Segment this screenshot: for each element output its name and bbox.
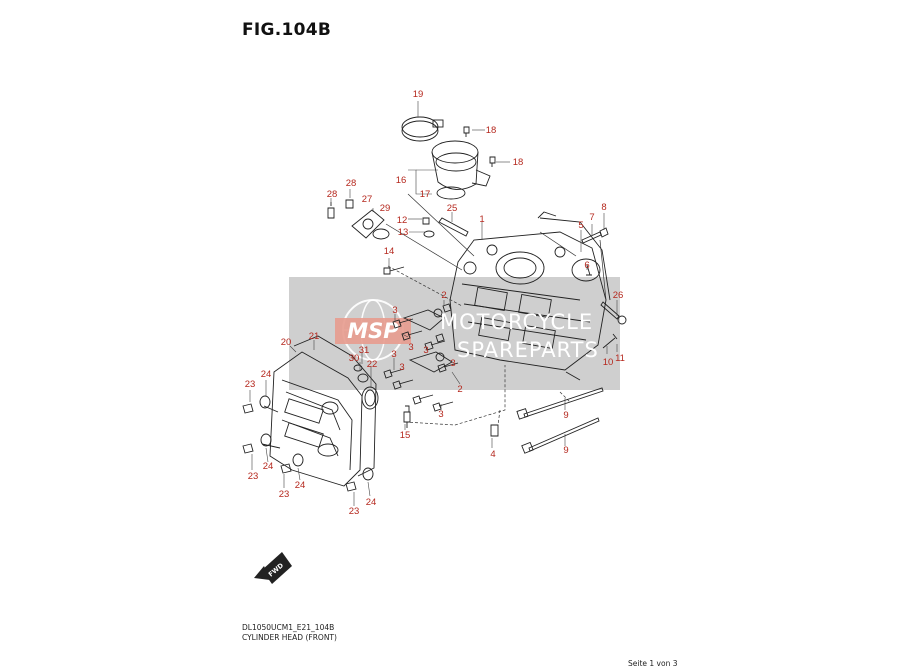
callout-20[interactable]: 20	[281, 337, 292, 348]
callout-28[interactable]: 28	[346, 178, 357, 189]
fwd-arrow: FWD	[254, 552, 292, 584]
callout-17[interactable]: 17	[420, 189, 431, 200]
plug-seals	[353, 364, 379, 410]
callout-9[interactable]: 9	[563, 410, 568, 421]
callout-3[interactable]: 3	[450, 358, 455, 369]
callout-24[interactable]: 24	[263, 461, 274, 472]
callout-13[interactable]: 13	[398, 227, 409, 238]
callout-1[interactable]: 1	[479, 214, 484, 225]
callout-14[interactable]: 14	[384, 246, 395, 257]
cover-bolts-grommets	[242, 395, 374, 492]
callout-6[interactable]: 6	[584, 260, 589, 271]
callout-30[interactable]: 30	[349, 353, 360, 364]
dowel-pin	[490, 424, 499, 437]
callout-22[interactable]: 22	[367, 359, 378, 370]
relation-lines-solid	[385, 193, 607, 301]
intake-boot	[431, 140, 491, 200]
callout-24[interactable]: 24	[261, 369, 272, 380]
callout-24[interactable]: 24	[295, 480, 306, 491]
callout-7[interactable]: 7	[589, 212, 594, 223]
callout-25[interactable]: 25	[447, 203, 458, 214]
valve-cover	[261, 351, 363, 487]
callout-2[interactable]: 2	[457, 384, 462, 395]
callout-3[interactable]: 3	[423, 345, 428, 356]
callout-16[interactable]: 16	[396, 175, 407, 186]
watermark-logo: MSP	[335, 299, 411, 361]
watermark-line2: SPAREPARTS	[457, 338, 599, 362]
callout-3[interactable]: 3	[399, 362, 404, 373]
callout-26[interactable]: 26	[613, 290, 624, 301]
watermark-logo-text: MSP	[347, 319, 399, 343]
callout-27[interactable]: 27	[362, 194, 373, 205]
callout-28[interactable]: 28	[327, 189, 338, 200]
callout-24[interactable]: 24	[366, 497, 377, 508]
callout-23[interactable]: 23	[248, 471, 259, 482]
callout-2[interactable]: 2	[441, 290, 446, 301]
cylinder-head	[449, 211, 611, 381]
callout-9[interactable]: 9	[563, 445, 568, 456]
callout-19[interactable]: 19	[413, 89, 424, 100]
callout-11[interactable]: 11	[615, 353, 625, 364]
callout-15[interactable]: 15	[400, 430, 411, 441]
left-small-parts	[327, 199, 469, 275]
cap-bolts	[383, 303, 459, 412]
callout-8[interactable]: 8	[601, 202, 606, 213]
callout-3[interactable]: 3	[391, 349, 396, 360]
figure-code: DL1050UCM1_E21_104B	[242, 623, 335, 632]
boot-screws	[463, 126, 496, 167]
relation-lines	[387, 265, 571, 426]
callout-3[interactable]: 3	[438, 409, 443, 420]
callout-18[interactable]: 18	[513, 157, 524, 168]
callout-4[interactable]: 4	[490, 449, 495, 460]
callout-12[interactable]: 12	[397, 215, 408, 226]
callout-18[interactable]: 18	[486, 125, 497, 136]
figure-title: FIG.104B	[242, 20, 332, 40]
cam-caps	[402, 308, 453, 373]
head-bolts	[516, 387, 604, 454]
callout-10[interactable]: 10	[603, 357, 614, 368]
callout-31[interactable]: 31	[359, 345, 370, 356]
callout-23[interactable]: 23	[349, 506, 360, 517]
callout-23[interactable]: 23	[245, 379, 256, 390]
callout-3[interactable]: 3	[392, 305, 397, 316]
page-indicator: Seite 1 von 3	[628, 659, 678, 668]
callout-21[interactable]: 21	[309, 331, 320, 342]
intake-clamp	[401, 116, 444, 142]
callout-23[interactable]: 23	[279, 489, 290, 500]
callout-3[interactable]: 3	[408, 342, 413, 353]
callout-29[interactable]: 29	[380, 203, 391, 214]
figure-caption: CYLINDER HEAD (FRONT)	[242, 633, 337, 642]
spark-plug	[403, 405, 411, 428]
watermark-line1: MOTORCYCLE	[440, 310, 594, 334]
callout-5[interactable]: 5	[578, 220, 583, 231]
leader-lines	[249, 101, 618, 506]
right-bolts	[581, 227, 627, 349]
